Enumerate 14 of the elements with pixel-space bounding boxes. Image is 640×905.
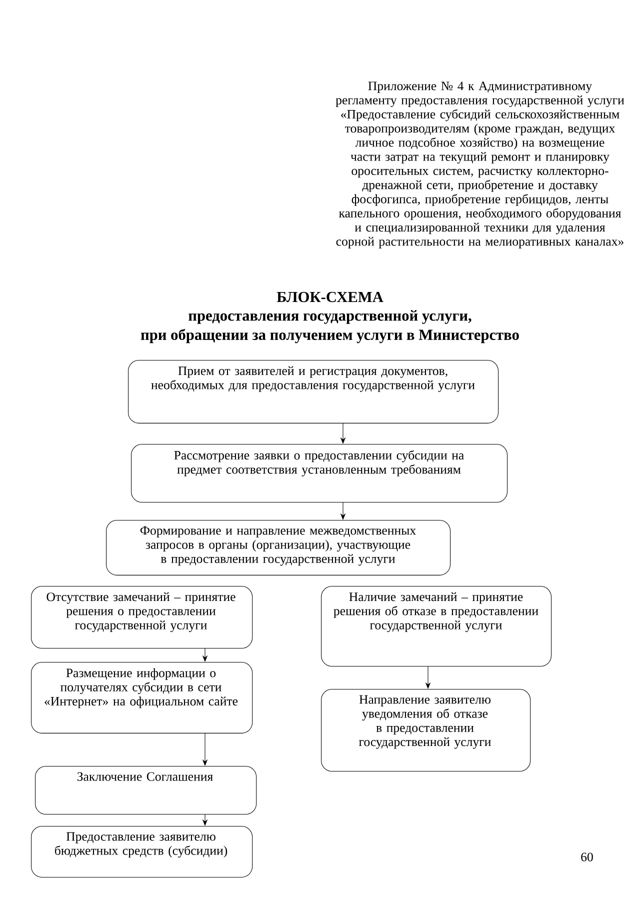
process-box: Направление заявителю уведомления об отказе в предоставлении государственной услуги [321, 689, 531, 772]
process-box: Прием от заявителей и регистрация документов, необходимых для предоставления государственной услуги [128, 360, 499, 424]
process-box: Предоставление заявителю бюджетных средств (субсидии) [31, 826, 253, 878]
annex-note: Приложение № 4 к Административному регламенту предоставления государственной услуги «Предоставление субсидий сельскохозяйственным товаропроизводителям (кроме граждан, ведущих личное подсобное хозяйство) на возмещение части затрат на текущий ремонт и планировку оросительных систем, расчистку коллекторно-дренажной сети, приобретение и доставку фосфогипса, приобретение гербицидов, ленты капельного орошения, необходимого оборудования и специализированной техники для удаления сорной растительности на мелиоративных каналах» [336, 82, 624, 248]
process-box: Размещение информации о получателях субсидии в сети «Интернет» на официальном сайте [31, 662, 253, 734]
process-box: Формирование и направление межведомственных запросов в органы (организации), участвующие в предоставлении государственной услуги [106, 520, 451, 576]
process-box: Рассмотрение заявки о предоставлении субсидии на предмет соответствия установленным требованиям [131, 444, 508, 503]
process-box: Наличие замечаний – принятие решения об отказе в предоставлении государственной услуги [321, 586, 552, 667]
process-box: Отсутствие замечаний – принятие решения о предоставлении государственной услуги [31, 586, 253, 649]
subtitle: предоставления государственной услуги, [188, 310, 472, 324]
subtitle: при обращении за получением услуги в Министерство [140, 328, 519, 344]
page-number: 60 [581, 852, 593, 862]
title: БЛОК-СХЕМА [276, 292, 384, 302]
process-box: Заключение Соглашения [35, 766, 257, 815]
